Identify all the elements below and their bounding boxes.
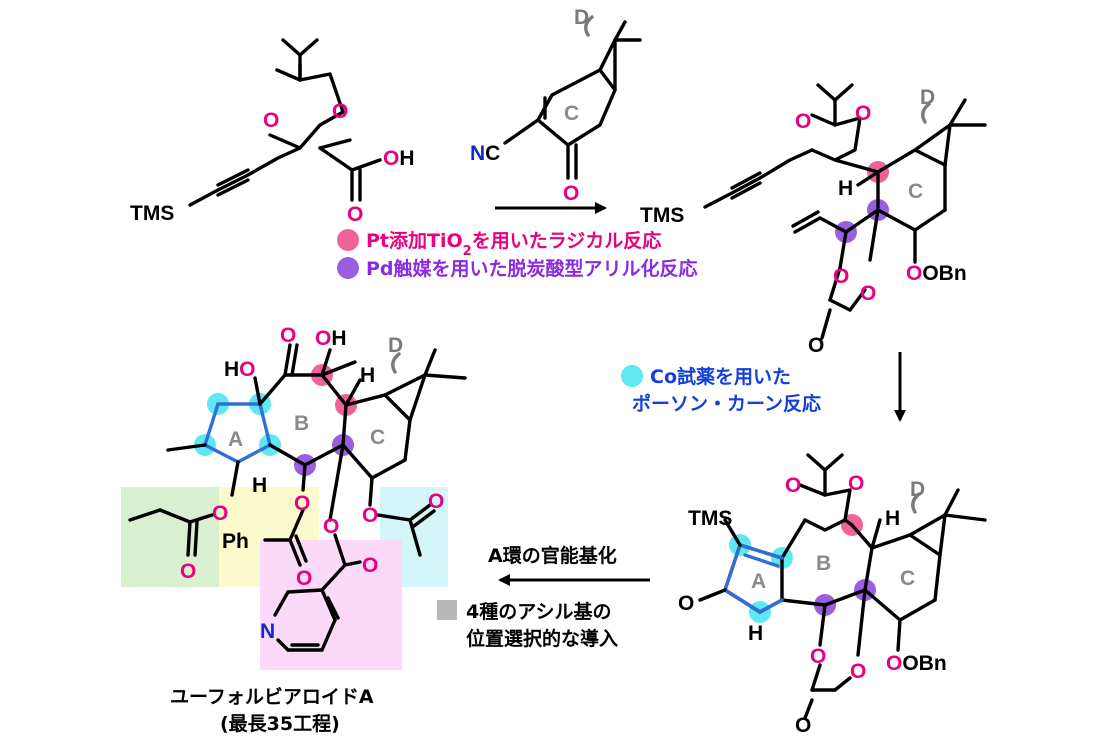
pd-allylation-legend: Pd触媒を用いた脱炭酸型アリル化反応	[366, 257, 698, 280]
product-h-bottom: H	[252, 474, 267, 497]
alkynyl-acid-reagent	[188, 38, 382, 207]
ring-c-label-4: C	[370, 426, 385, 449]
ring-c-label-2: C	[908, 180, 923, 203]
deuterium-label-3: D	[910, 478, 925, 501]
acid-carbonyl-oxygen: O	[347, 203, 363, 226]
acyl-introduction-text-2: 位置選択的な導入	[466, 627, 618, 650]
int1-h-label: H	[838, 177, 853, 200]
int2-obn-label: OOBn	[886, 652, 947, 675]
pyridine-nitrogen: N	[260, 620, 275, 643]
int2-h-top: H	[885, 507, 900, 530]
acid-ring-oxygen-left: O	[263, 109, 279, 132]
acetate-ester-oxygen: O	[362, 504, 378, 527]
benzoate-ester-oxygen: O	[294, 492, 310, 515]
product-ho-label: HO	[224, 358, 256, 381]
tms-label-2: TMS	[640, 204, 684, 227]
product-step-count: (最長35工程)	[220, 713, 340, 735]
acid-ring-oxygen-right: O	[332, 100, 348, 123]
propionate-ester-oxygen: O	[212, 502, 228, 525]
int2-ring-oxygen-right: O	[848, 472, 864, 495]
int2-carbonate-oxygen-3: O	[795, 714, 811, 737]
int1-obn-label: OOBn	[906, 262, 967, 285]
euphorbialoid-a-structure	[128, 343, 467, 652]
int1-carbonate-oxygen-2: O	[860, 282, 876, 305]
product-ketone-oxygen: O	[280, 324, 296, 347]
cyan-legend-dot	[621, 365, 643, 387]
deuterium-label-4: D	[388, 334, 403, 357]
acetate-carbonyl-oxygen: O	[428, 490, 444, 513]
product-h-top: H	[360, 364, 375, 387]
pt-radical-legend: Pt添加TiO2を用いたラジカル反応	[366, 229, 661, 259]
int2-ketone-oxygen: O	[678, 592, 694, 615]
int1-ring-oxygen-left: O	[795, 110, 811, 133]
deuterium-label-2: D	[920, 86, 935, 109]
deuterium-label-1: D	[574, 6, 589, 29]
co-reagent-legend-1: Co試薬を用いた	[650, 365, 791, 388]
nitrile-label: NC	[470, 142, 500, 165]
ring-b-label-1: B	[294, 412, 309, 435]
ring-b-label-2: B	[816, 552, 831, 575]
ring-a-label-2: A	[751, 570, 766, 593]
nicotinate-ester-oxygen: O	[323, 515, 339, 538]
enone-oxygen: O	[563, 182, 579, 205]
int2-h-bottom: H	[748, 622, 763, 645]
ring-c-label-1: C	[564, 102, 579, 125]
product-oh-label: OH	[315, 327, 347, 350]
int1-carbonate-oxygen-3: O	[808, 334, 824, 357]
enone-cyclopropane-reagent	[503, 15, 642, 180]
benzoate-carbonyl-oxygen: O	[296, 567, 312, 590]
tms-label-1: TMS	[130, 202, 174, 225]
acyl-introduction-text-1: 4種のアシル基の	[466, 600, 611, 623]
co-reagent-legend-2: ポーソン・カーン反応	[632, 392, 821, 415]
int2-carbonate-oxygen-1: O	[810, 645, 826, 668]
intermediate-2-structure	[698, 453, 987, 720]
gray-legend-square	[437, 600, 457, 620]
product-name: ユーフォルビアロイドA	[170, 686, 374, 708]
ring-a-functionalization-text: A環の官能基化	[488, 544, 617, 567]
intermediate-1-structure	[703, 83, 987, 340]
int2-carbonate-oxygen-2: O	[850, 660, 866, 683]
ring-c-label-3: C	[900, 567, 915, 590]
nicotinate-carbonyl-oxygen: O	[362, 554, 378, 577]
propionate-carbonyl-oxygen: O	[180, 560, 196, 583]
int1-ring-oxygen-right: O	[855, 102, 871, 125]
ring-a-label-1: A	[228, 428, 243, 451]
int1-carbonate-oxygen-1: O	[833, 265, 849, 288]
propionyl-highlight-box	[121, 487, 219, 587]
acid-oh-h: OH	[383, 147, 415, 170]
pink-legend-dot	[337, 229, 359, 251]
phenyl-label: Ph	[222, 530, 249, 553]
tms-label-3: TMS	[688, 507, 732, 530]
purple-legend-dot	[337, 257, 359, 279]
int2-ring-oxygen-left: O	[785, 474, 801, 497]
